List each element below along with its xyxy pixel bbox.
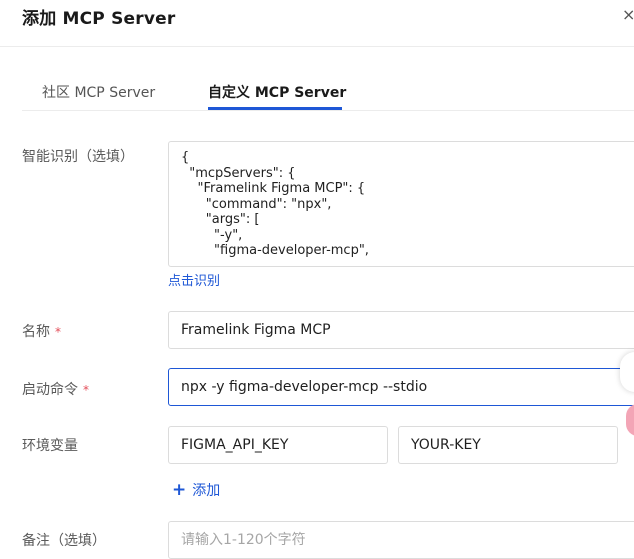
- recognize-link[interactable]: 点击识别: [168, 274, 221, 289]
- smart-recognition-label: 智能识别（选填）: [22, 149, 134, 165]
- close-icon[interactable]: ×: [622, 5, 634, 24]
- command-label: 启动命令 *: [22, 379, 89, 399]
- name-label: 名称 *: [22, 321, 61, 341]
- tab-bar: 社区 MCP Server 自定义 MCP Server: [22, 70, 634, 111]
- name-label-text: 名称: [22, 324, 50, 340]
- env-key-input[interactable]: [168, 426, 388, 464]
- floating-badge[interactable]: [626, 404, 634, 436]
- active-tab-indicator: [208, 107, 342, 110]
- env-label: 环境变量: [22, 438, 78, 454]
- required-mark: *: [83, 383, 89, 397]
- tab-custom-mcp-server[interactable]: 自定义 MCP Server: [208, 85, 347, 101]
- add-env-label: 添加: [192, 483, 221, 499]
- env-value-input[interactable]: [398, 426, 618, 464]
- add-env-button[interactable]: + 添加: [172, 480, 220, 500]
- plus-icon: +: [172, 480, 187, 500]
- command-input[interactable]: [168, 368, 634, 406]
- required-mark: *: [55, 325, 61, 339]
- command-label-text: 启动命令: [22, 382, 78, 398]
- smart-recognition-content: { "mcpServers": { "Framelink Figma MCP":…: [181, 150, 369, 258]
- remark-input[interactable]: [168, 521, 634, 559]
- dialog-header: 添加 MCP Server ×: [0, 0, 634, 47]
- remark-label: 备注（选填）: [22, 533, 106, 549]
- dialog-title: 添加 MCP Server: [22, 9, 176, 29]
- name-input[interactable]: [168, 311, 634, 349]
- tab-community-mcp-server[interactable]: 社区 MCP Server: [42, 85, 156, 101]
- floating-assistant-widget[interactable]: [620, 352, 634, 392]
- smart-recognition-textarea[interactable]: { "mcpServers": { "Framelink Figma MCP":…: [168, 141, 634, 267]
